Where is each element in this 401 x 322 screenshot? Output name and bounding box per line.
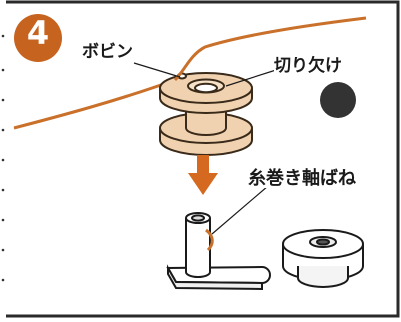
thread-upper [173,16,367,82]
dark-dot [320,82,356,118]
left-edge-marks [1,34,5,282]
winder-shaft-label: 糸巻き軸ばね [248,168,356,189]
step-badge [14,14,62,62]
winder-leader-line [211,185,269,235]
panel-frame [6,0,400,318]
spool-seat [282,229,364,288]
winder-spring [205,228,214,252]
bobbin-illustration [159,72,253,156]
bobbin-leader-line [133,62,181,78]
step-number: 4 [26,14,50,52]
cutter-label: 切り欠け [274,56,342,76]
thread-lower [13,78,176,130]
cutter-leader-line [225,69,277,87]
down-arrow [188,155,218,195]
bobbin-winder-shaft [166,212,271,291]
bobbin-label: ボビン [82,42,133,62]
